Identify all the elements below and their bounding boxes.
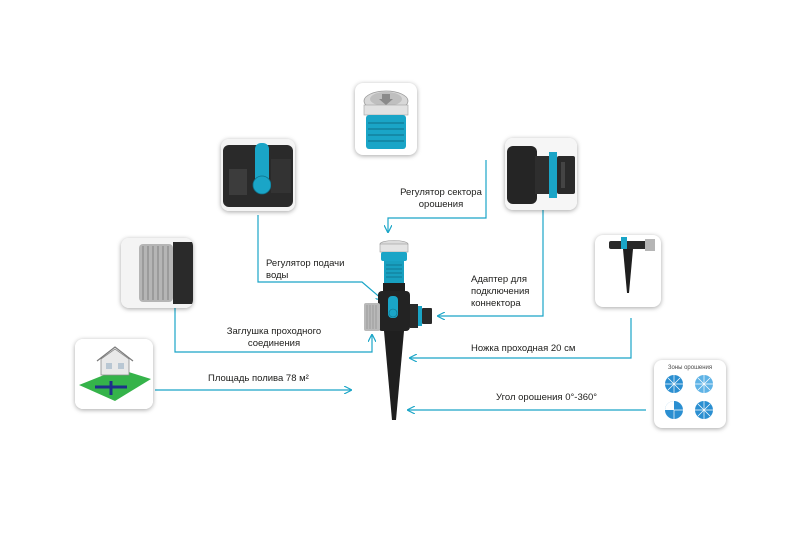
thumb-spike xyxy=(595,235,661,307)
thumb-sector-regulator xyxy=(355,83,417,155)
line-water-regulator xyxy=(257,215,383,300)
zones-title: Зоны орошения xyxy=(667,365,713,371)
label-angle: Угол орошения 0°-360° xyxy=(496,392,598,403)
line-spike xyxy=(410,318,632,358)
zone-full-circle xyxy=(665,375,683,393)
line-plug xyxy=(174,306,372,353)
zone-quarter-circle xyxy=(695,401,713,419)
thumb-irrigation-zones: Зоны орошения xyxy=(654,360,726,428)
label-water-regulator: Регулятор подачи воды xyxy=(266,258,345,281)
label-adapter: Адаптер для подключения коннектора xyxy=(471,274,530,309)
thumb-plug xyxy=(121,238,193,308)
label-area: Площадь полива 78 м² xyxy=(208,373,309,384)
thumb-water-regulator xyxy=(221,139,295,211)
zone-half-circle xyxy=(665,401,683,419)
line-sector-regulator xyxy=(388,160,487,232)
sprinkler-product xyxy=(364,240,432,420)
label-spike: Ножка проходная 20 см xyxy=(471,343,576,354)
zone-partial-circle xyxy=(695,375,713,393)
thumb-adapter xyxy=(505,138,577,210)
label-sector-regulator: Регулятор сектора орошения xyxy=(400,187,482,210)
thumb-area xyxy=(75,339,153,409)
label-plug: Заглушка проходного соединения xyxy=(226,326,322,349)
arrow-down-icon xyxy=(379,94,393,105)
line-adapter xyxy=(438,210,544,316)
